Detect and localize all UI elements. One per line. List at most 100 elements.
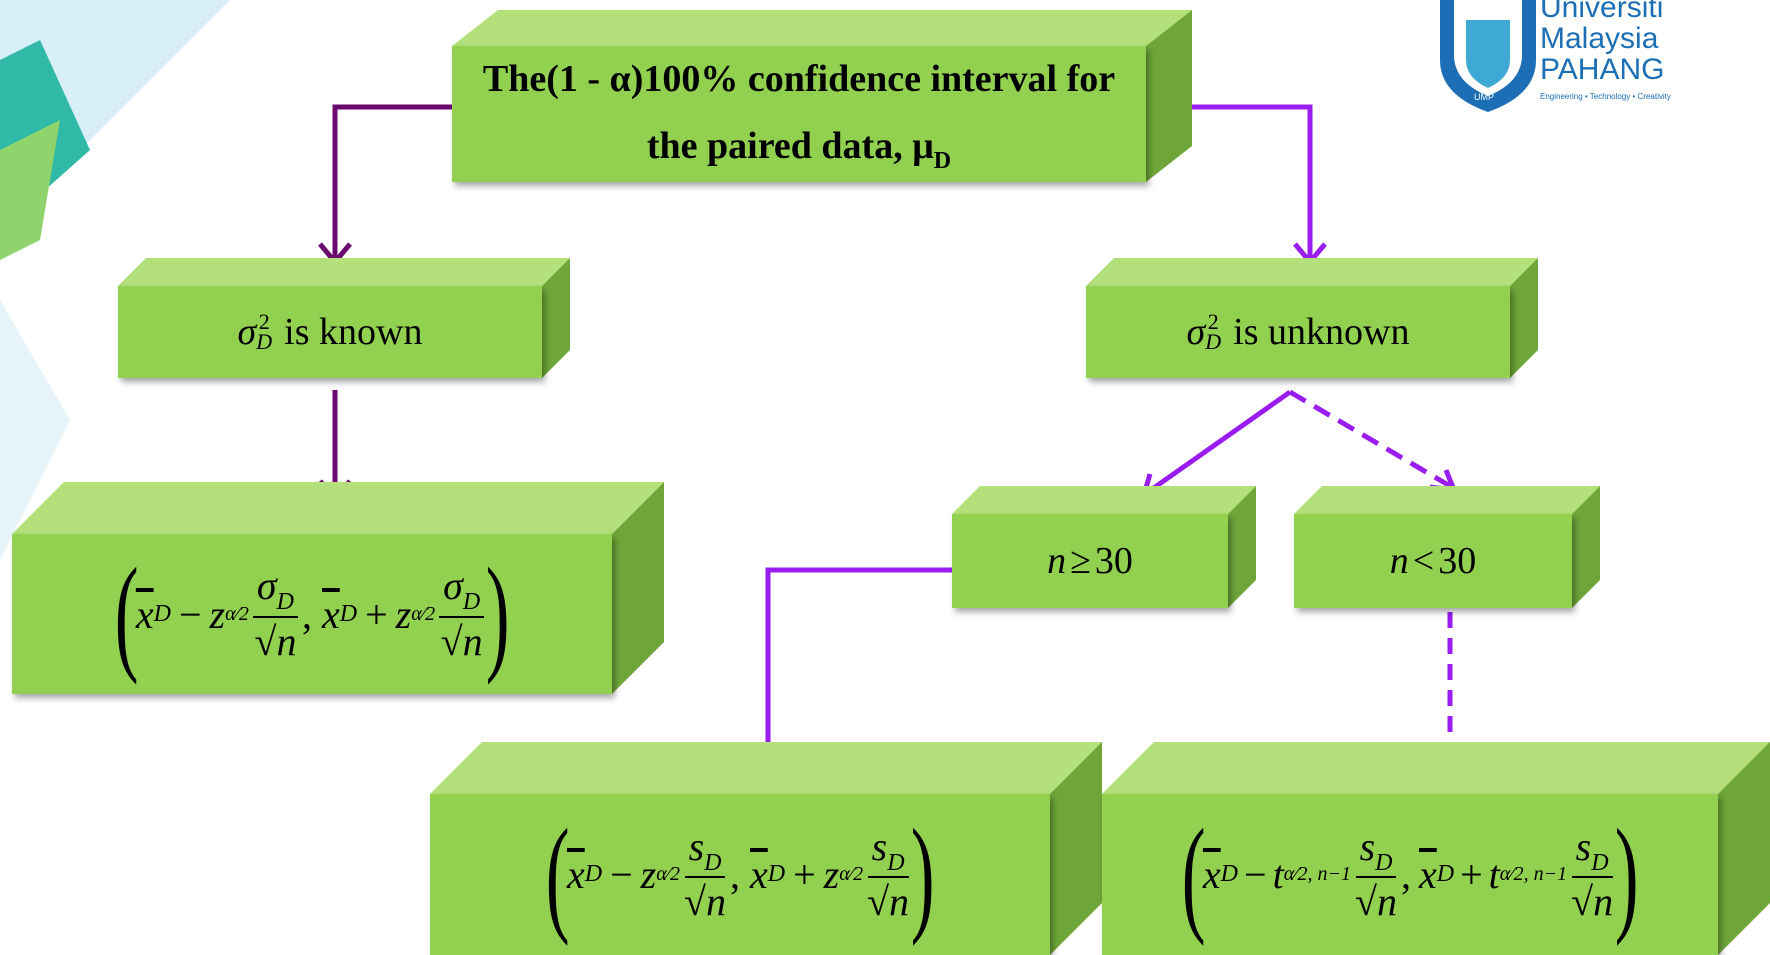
logo-tagline: Engineering • Technology • Creativity (1540, 92, 1671, 101)
threshold: 30 (1094, 540, 1133, 582)
large-node-label: n≥30 (952, 514, 1228, 608)
left-paren: ( (545, 802, 570, 947)
n-var: n (1389, 540, 1409, 582)
num-sub: D (1375, 849, 1393, 876)
num-symbol: s (688, 823, 705, 869)
crit-sub: α⁄2, n−1 (1283, 863, 1352, 885)
large-sample-node: n≥30 (952, 486, 1256, 608)
right-paren: ) (1614, 802, 1639, 947)
unknown-node-top (1086, 258, 1538, 286)
minus-op: − (178, 591, 202, 637)
comma: , (1401, 852, 1411, 897)
mean-symbol: x (135, 591, 154, 637)
unknown-node-front (1086, 286, 1510, 378)
left-shape-light (0, 300, 70, 560)
formula-t-s-front (1102, 794, 1718, 955)
crit-sub: α⁄2 (656, 863, 681, 885)
mean-sub: D (1220, 861, 1239, 887)
mean-symbol: x (1419, 852, 1437, 897)
right-paren: ) (910, 802, 935, 947)
root-node: The(1 - α)100% confidence interval for t… (452, 10, 1192, 182)
known-node-top (118, 258, 570, 286)
num-symbol: s (1575, 823, 1592, 869)
corner-shape-green (0, 120, 60, 260)
mean-symbol: x (322, 591, 340, 637)
crit-symbol: z (395, 591, 412, 637)
fraction-num: sD (1571, 823, 1613, 879)
crit-sub: α⁄2, n−1 (1499, 863, 1568, 885)
num-sub: D (462, 589, 481, 616)
arrow-large-to-formula (751, 567, 955, 773)
fraction-num: sD (867, 823, 909, 879)
unknown-text: is unknown (1233, 311, 1410, 353)
crit-sub: α⁄2 (411, 602, 436, 625)
arrow-root-to-known (318, 104, 452, 266)
crit-sub: α⁄2 (225, 602, 249, 625)
ge-op: ≥ (1070, 540, 1091, 582)
plus-op: + (1460, 852, 1483, 897)
large-node-top (952, 486, 1256, 514)
sigma-sub: D (256, 329, 273, 354)
root-line-2-text: the paired data, μ (646, 124, 934, 167)
small-sample-node: n<30 (1294, 486, 1600, 608)
sigma-symbol: σ (237, 311, 257, 353)
root-node-top (452, 10, 1192, 46)
mean-sub: D (767, 861, 786, 887)
fraction-den: √n (1571, 879, 1614, 925)
root-line-2: the paired data, μD (647, 113, 951, 182)
formula-z-sigma-front (12, 534, 612, 694)
fraction: σD√n (252, 564, 298, 663)
known-node-front (118, 286, 542, 378)
comma: , (302, 591, 312, 637)
num-sub: D (276, 589, 294, 616)
plus-op: + (793, 852, 816, 897)
mean-sub: D (153, 600, 171, 627)
plus-op: + (365, 591, 388, 637)
small-node-front (1294, 514, 1572, 608)
n-var: n (1047, 540, 1067, 582)
small-node-label: n<30 (1294, 514, 1572, 608)
university-logo: UMP (1440, 0, 1536, 112)
fraction-den: √n (684, 879, 726, 925)
right-paren: ) (485, 542, 510, 686)
fraction-num: σD (439, 564, 485, 618)
formula-z-s-top (430, 742, 1102, 794)
known-text: is known (284, 311, 423, 353)
mean-symbol: x (1202, 852, 1221, 897)
num-symbol: s (871, 823, 888, 869)
logo-line-3: PAHANG (1540, 53, 1665, 86)
num-sub: D (1591, 849, 1609, 876)
fraction: σD√n (439, 564, 485, 663)
minus-op: − (1244, 852, 1267, 897)
num-sub: D (887, 849, 905, 876)
mean-sub: D (339, 600, 358, 627)
sigma-symbol: σ (1186, 311, 1206, 353)
fraction-den: √n (1355, 879, 1397, 925)
root-node-front (452, 46, 1146, 182)
fraction: sD√n (684, 823, 726, 925)
arrow-unknown-to-large (1140, 389, 1292, 498)
fraction: sD√n (867, 823, 910, 925)
lt-op: < (1412, 540, 1435, 582)
threshold: 30 (1438, 540, 1477, 582)
logo-badge: UMP (1474, 92, 1494, 102)
logo-line-1: Universiti (1540, 0, 1664, 24)
crit-symbol: t (1488, 852, 1500, 897)
left-paren: ( (114, 542, 139, 686)
formula-t-s-top (1102, 742, 1770, 794)
small-node-top (1294, 486, 1600, 514)
fraction-den: √n (867, 879, 910, 925)
sigma-sup: 2 (1207, 309, 1219, 334)
crit-symbol: z (209, 591, 226, 637)
sigma-sup: 2 (258, 309, 270, 334)
crit-symbol: z (823, 852, 840, 897)
fraction-num: σD (252, 564, 298, 618)
